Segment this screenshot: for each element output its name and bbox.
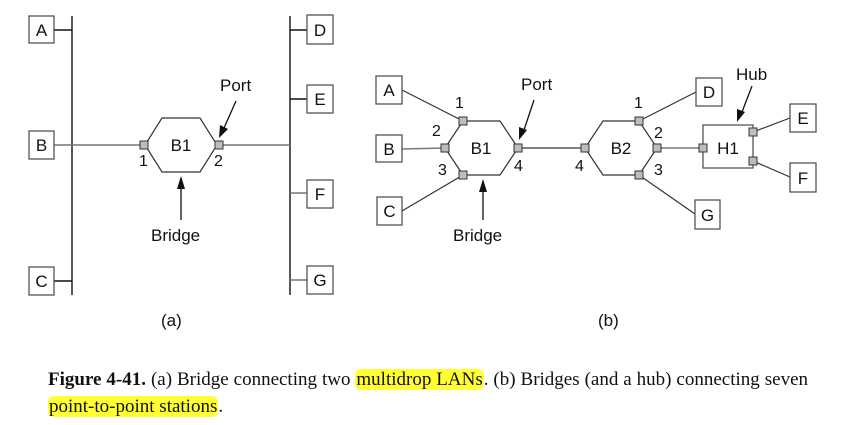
hub-port[interactable] — [748, 156, 758, 166]
caption-text: . — [218, 396, 224, 417]
station-label: A — [36, 21, 48, 40]
bridge-b1[interactable]: B1 — [144, 117, 218, 173]
hub-port[interactable] — [748, 127, 758, 137]
port-1[interactable] — [634, 116, 644, 126]
arrowhead-icon — [737, 109, 745, 122]
arrow — [223, 100, 237, 129]
port-number: 2 — [654, 125, 663, 142]
station-label: C — [35, 272, 47, 291]
port-2[interactable] — [652, 143, 662, 153]
port-number: 1 — [139, 153, 148, 170]
station-g[interactable]: G — [694, 199, 721, 230]
panel-b: A B C D E F G B1 — [375, 65, 817, 330]
port-number: 3 — [438, 162, 447, 179]
station-d[interactable]: D — [695, 77, 723, 107]
arrowhead-icon — [519, 127, 527, 140]
port-2[interactable] — [214, 140, 224, 150]
station-label: B — [383, 140, 394, 159]
station-e[interactable]: E — [290, 84, 334, 114]
bridge-b1[interactable]: B1 — [444, 120, 519, 176]
port-annotation: Port — [220, 76, 251, 95]
station-c[interactable]: C — [28, 266, 72, 296]
station-label: C — [383, 202, 395, 221]
bridge-b2[interactable]: B2 — [584, 120, 658, 176]
hub-annotation: Hub — [736, 65, 767, 84]
caption-text: (a) Bridge connecting two — [146, 369, 356, 390]
station-label: E — [797, 109, 808, 128]
port-1[interactable] — [458, 116, 468, 126]
bridge-label: B2 — [611, 139, 632, 158]
figure-caption: Figure 4-41. (a) Bridge connecting two m… — [48, 366, 808, 420]
station-label: F — [798, 169, 808, 188]
station-e[interactable]: E — [789, 103, 817, 133]
station-label: G — [701, 206, 714, 225]
port-4[interactable] — [513, 143, 523, 153]
hub-port[interactable] — [698, 143, 708, 153]
station-label: A — [383, 81, 395, 100]
figure-number: Figure 4-41. — [48, 369, 146, 390]
port-number: 4 — [575, 158, 584, 175]
station-label: F — [315, 185, 325, 204]
station-d[interactable]: D — [290, 14, 334, 45]
station-a[interactable]: A — [28, 15, 72, 44]
port-annotation: Port — [521, 75, 552, 94]
station-label: E — [314, 90, 325, 109]
port-number: 1 — [455, 95, 464, 112]
port-number: 2 — [432, 123, 441, 140]
port-number: 1 — [634, 95, 643, 112]
arrowhead-icon — [479, 179, 487, 192]
port-1[interactable] — [139, 140, 149, 150]
station-b[interactable]: B — [375, 134, 403, 163]
port-number: 2 — [214, 153, 223, 170]
caption-text: . (b) Bridges (and a hub) connecting sev… — [483, 369, 808, 390]
station-a[interactable]: A — [375, 75, 403, 105]
bridge-annotation: Bridge — [453, 226, 502, 245]
arrow — [523, 99, 535, 131]
panel-label-b: (b) — [598, 311, 619, 330]
port-3[interactable] — [634, 170, 644, 180]
station-label: G — [313, 271, 326, 290]
station-c[interactable]: C — [376, 196, 403, 226]
port-2[interactable] — [440, 143, 450, 153]
highlight-multidrop-lans: multidrop LANs — [355, 369, 484, 390]
panel-a: A B C D E F G — [28, 14, 334, 330]
panel-label-a: (a) — [161, 311, 182, 330]
station-f[interactable]: F — [789, 162, 817, 193]
station-b[interactable]: B — [28, 130, 140, 160]
hub-h1[interactable]: H1 — [702, 124, 754, 169]
hub-label: H1 — [717, 139, 739, 158]
port-number: 4 — [514, 158, 523, 175]
arrow — [741, 85, 753, 113]
highlight-point-to-point-stations: point-to-point stations — [48, 396, 219, 417]
station-label: D — [314, 21, 326, 40]
station-label: D — [703, 83, 715, 102]
bridge-diagram: A B C D E F G — [28, 14, 817, 330]
station-label: B — [36, 136, 47, 155]
station-f[interactable]: F — [290, 179, 334, 209]
port-3[interactable] — [458, 170, 468, 180]
port-4[interactable] — [580, 143, 590, 153]
port-number: 3 — [654, 162, 663, 179]
bridge-annotation: Bridge — [151, 226, 200, 245]
station-g[interactable]: G — [290, 265, 334, 295]
arrowhead-icon — [177, 176, 185, 189]
bridge-label: B1 — [471, 139, 492, 158]
arrowhead-icon — [219, 125, 228, 138]
bridge-label: B1 — [171, 136, 192, 155]
